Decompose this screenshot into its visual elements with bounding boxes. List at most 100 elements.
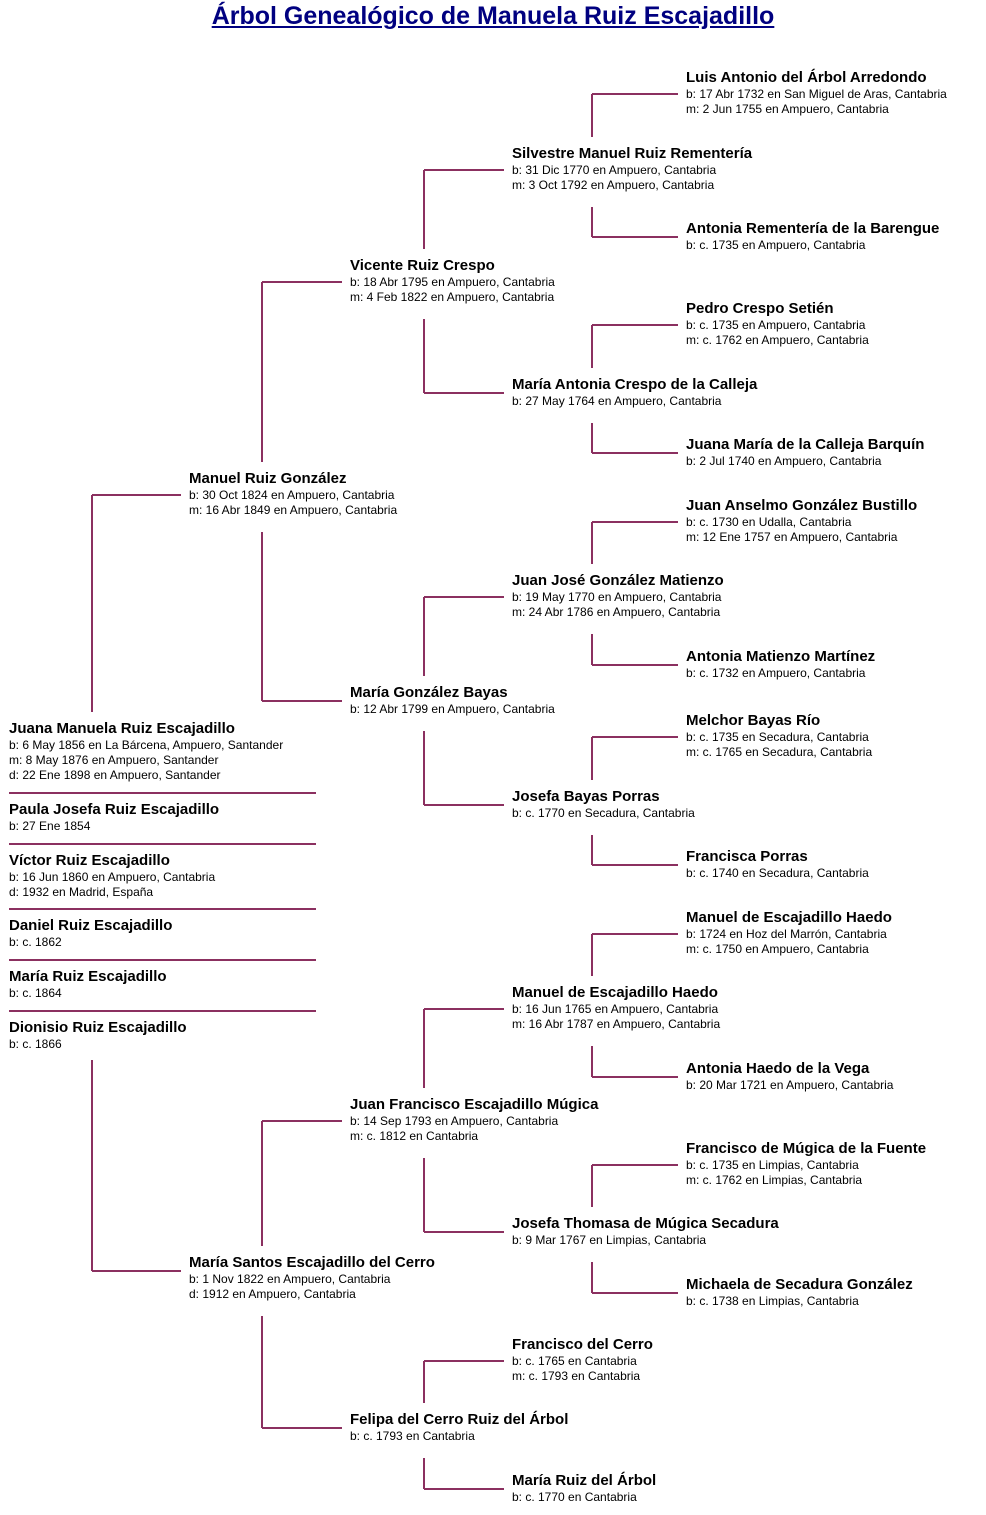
person-name: Juana María de la Calleja Barquín [686,436,925,453]
person-detail: b: c. 1740 en Secadura, Cantabria [686,866,869,880]
person-detail: m: c. 1762 en Limpias, Cantabria [686,1173,863,1187]
person-detail: b: c. 1770 en Secadura, Cantabria [512,806,695,820]
person-name: Felipa del Cerro Ruiz del Árbol [350,1411,569,1428]
person-detail: b: 27 Ene 1854 [9,819,91,833]
person-name: Silvestre Manuel Ruiz Rementería [512,145,753,162]
person-name: Michaela de Secadura González [686,1276,913,1293]
person-detail: b: c. 1866 [9,1037,62,1051]
page-title: Árbol Genealógico de Manuela Ruiz Escaja… [211,2,775,30]
person-detail: m: 16 Abr 1787 en Ampuero, Cantabria [512,1017,721,1031]
person-name: Vicente Ruiz Crespo [350,257,495,274]
person-detail: b: 30 Oct 1824 en Ampuero, Cantabria [189,488,395,502]
person-detail: b: 31 Dic 1770 en Ampuero, Cantabria [512,163,717,177]
person-name: Manuel de Escajadillo Haedo [512,984,718,1001]
person-detail: b: c. 1735 en Ampuero, Cantabria [686,238,866,252]
person-detail: b: c. 1735 en Limpias, Cantabria [686,1158,859,1172]
person-name: María Antonia Crespo de la Calleja [512,376,758,393]
person-detail: d: 22 Ene 1898 en Ampuero, Santander [9,768,221,782]
person-detail: b: 16 Jun 1860 en Ampuero, Cantabria [9,870,216,884]
person-detail: m: 4 Feb 1822 en Ampuero, Cantabria [350,290,555,304]
person-name: Juan José González Matienzo [512,572,724,589]
person-detail: b: 19 May 1770 en Ampuero, Cantabria [512,590,722,604]
person-detail: b: 6 May 1856 en La Bárcena, Ampuero, Sa… [9,738,284,752]
person-detail: b: c. 1765 en Cantabria [512,1354,637,1368]
person-name: Manuel Ruiz González [189,470,347,487]
person-detail: m: 8 May 1876 en Ampuero, Santander [9,753,219,767]
person-name: Víctor Ruiz Escajadillo [9,852,170,869]
person-detail: m: 3 Oct 1792 en Ampuero, Cantabria [512,178,715,192]
person-detail: b: c. 1732 en Ampuero, Cantabria [686,666,866,680]
person-name: Daniel Ruiz Escajadillo [9,917,173,934]
person-name: Antonia Matienzo Martínez [686,648,876,665]
person-name: María Santos Escajadillo del Cerro [189,1254,435,1271]
person-name: Juan Francisco Escajadillo Múgica [350,1096,599,1113]
person-detail: d: 1932 en Madrid, España [9,885,154,899]
person-name: Francisco del Cerro [512,1336,653,1353]
person-name: Luis Antonio del Árbol Arredondo [686,69,927,86]
person-detail: b: 20 Mar 1721 en Ampuero, Cantabria [686,1078,894,1092]
person-name: Francisco de Múgica de la Fuente [686,1140,927,1157]
person-detail: b: 2 Jul 1740 en Ampuero, Cantabria [686,454,882,468]
person-name: Antonia Rementería de la Barengue [686,220,940,237]
person-name: María Ruiz Escajadillo [9,968,167,985]
person-detail: b: c. 1770 en Cantabria [512,1490,637,1504]
person-name: María González Bayas [350,684,508,701]
person-name: Josefa Bayas Porras [512,788,660,805]
person-detail: m: c. 1812 en Cantabria [350,1129,479,1143]
person-detail: m: 2 Jun 1755 en Ampuero, Cantabria [686,102,889,116]
person-detail: b: c. 1862 [9,935,62,949]
person-detail: b: 17 Abr 1732 en San Miguel de Aras, Ca… [686,87,947,101]
person-name: Francisca Porras [686,848,808,865]
person-detail: b: 14 Sep 1793 en Ampuero, Cantabria [350,1114,559,1128]
person-name: Pedro Crespo Setién [686,300,834,317]
person-detail: b: 18 Abr 1795 en Ampuero, Cantabria [350,275,555,289]
person-detail: m: c. 1765 en Secadura, Cantabria [686,745,873,759]
person-detail: b: c. 1735 en Ampuero, Cantabria [686,318,866,332]
person-name: Manuel de Escajadillo Haedo [686,909,892,926]
person-name: María Ruiz del Árbol [512,1472,657,1489]
person-name: Dionisio Ruiz Escajadillo [9,1019,187,1036]
person-name: Josefa Thomasa de Múgica Secadura [512,1215,779,1232]
person-detail: d: 1912 en Ampuero, Cantabria [189,1287,356,1301]
person-detail: b: c. 1864 [9,986,62,1000]
person-name: Antonia Haedo de la Vega [686,1060,870,1077]
person-detail: b: 27 May 1764 en Ampuero, Cantabria [512,394,722,408]
person-detail: m: 24 Abr 1786 en Ampuero, Cantabria [512,605,721,619]
person-detail: m: 12 Ene 1757 en Ampuero, Cantabria [686,530,898,544]
person-detail: b: 1 Nov 1822 en Ampuero, Cantabria [189,1272,391,1286]
person-detail: b: c. 1793 en Cantabria [350,1429,475,1443]
person-detail: b: 9 Mar 1767 en Limpias, Cantabria [512,1233,707,1247]
person-detail: b: 16 Jun 1765 en Ampuero, Cantabria [512,1002,719,1016]
person-detail: b: c. 1730 en Udalla, Cantabria [686,515,852,529]
